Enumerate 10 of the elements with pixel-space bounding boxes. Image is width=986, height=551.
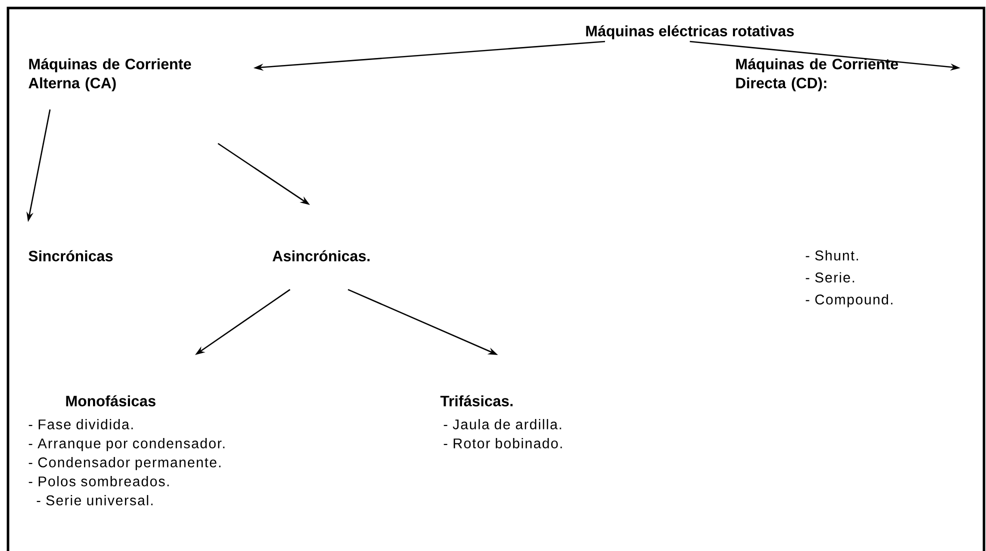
list-item: - Shunt. (806, 250, 858, 260)
node-text: Máquinas de Corriente Directa (CD): (736, 58, 898, 92)
node-text: Máquinas eléctricas rotativas (586, 25, 794, 40)
list-item: - Serie. (806, 272, 854, 282)
node-text: Máquinas de Corriente Alterna (CA) (28, 58, 192, 92)
category-list: Monofásicas - Fase dividida. - Arranque por condensador. - Condensador permanente. - Polos sombreados. - Serie universal. (28, 395, 224, 506)
node-text: Asincrónicas. (272, 250, 370, 262)
node-text: Sincrónicas (28, 250, 113, 262)
list-item: - Compound. (806, 294, 892, 308)
category-list: Trifásicas. - Jaula de ardilla. - Rotor bobinado. (440, 395, 562, 448)
